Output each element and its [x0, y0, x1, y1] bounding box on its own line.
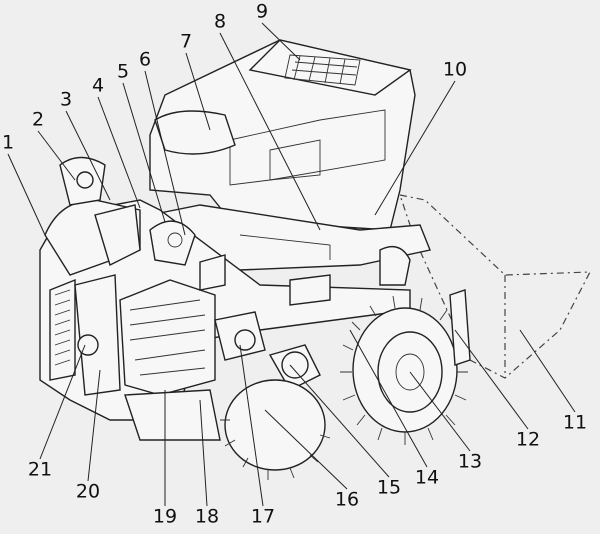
callout-leader-14 — [349, 329, 428, 468]
callout-leader-1 — [7, 153, 46, 236]
callout-label-2: 2 — [32, 109, 44, 131]
callout-label-20: 20 — [76, 481, 100, 503]
bucket-outline — [399, 194, 592, 379]
callout-leader-12 — [454, 329, 529, 430]
callout-label-14: 14 — [415, 467, 439, 489]
rear-right-wheel — [220, 379, 331, 480]
callout-leader-8 — [219, 32, 321, 231]
callout-leader-17 — [239, 344, 264, 507]
callout-label-13: 13 — [458, 451, 482, 473]
callout-leader-11 — [519, 329, 576, 413]
callout-label-18: 18 — [195, 506, 219, 528]
engine — [119, 279, 266, 396]
callout-label-8: 8 — [214, 11, 226, 33]
callout-label-1: 1 — [2, 132, 14, 154]
callout-leaders — [7, 22, 576, 507]
callout-leader-16 — [264, 409, 348, 490]
callout-leader-3 — [65, 110, 111, 201]
callout-leader-4 — [97, 96, 141, 209]
callout-leader-7 — [185, 52, 211, 131]
callout-label-21: 21 — [28, 459, 52, 481]
bucket-mount — [449, 289, 471, 366]
chassis — [39, 156, 411, 421]
lower-frame — [124, 389, 221, 441]
callout-label-6: 6 — [139, 49, 151, 71]
callout-label-11: 11 — [563, 412, 587, 434]
callout-label-5: 5 — [117, 61, 129, 83]
callout-label-9: 9 — [256, 1, 268, 23]
callout-leader-2 — [37, 130, 76, 181]
callout-label-10: 10 — [443, 59, 467, 81]
callout-leader-18 — [199, 399, 208, 507]
callout-leader-6 — [144, 70, 186, 236]
roof-grille — [284, 54, 361, 86]
callout-leader-15 — [289, 364, 390, 478]
callout-label-17: 17 — [251, 506, 275, 528]
callout-label-15: 15 — [377, 477, 401, 499]
cab — [149, 39, 416, 231]
callout-leader-20 — [87, 369, 101, 482]
callout-label-19: 19 — [153, 506, 177, 528]
callout-leader-9 — [261, 22, 301, 61]
callout-label-12: 12 — [516, 429, 540, 451]
callout-leader-5 — [122, 82, 166, 223]
callout-leader-21 — [39, 344, 86, 460]
callout-leader-13 — [409, 371, 471, 452]
callout-leader-10 — [374, 80, 456, 216]
callout-label-4: 4 — [92, 75, 104, 97]
callout-label-7: 7 — [180, 31, 192, 53]
callout-label-3: 3 — [60, 89, 72, 111]
callout-label-16: 16 — [335, 489, 359, 511]
